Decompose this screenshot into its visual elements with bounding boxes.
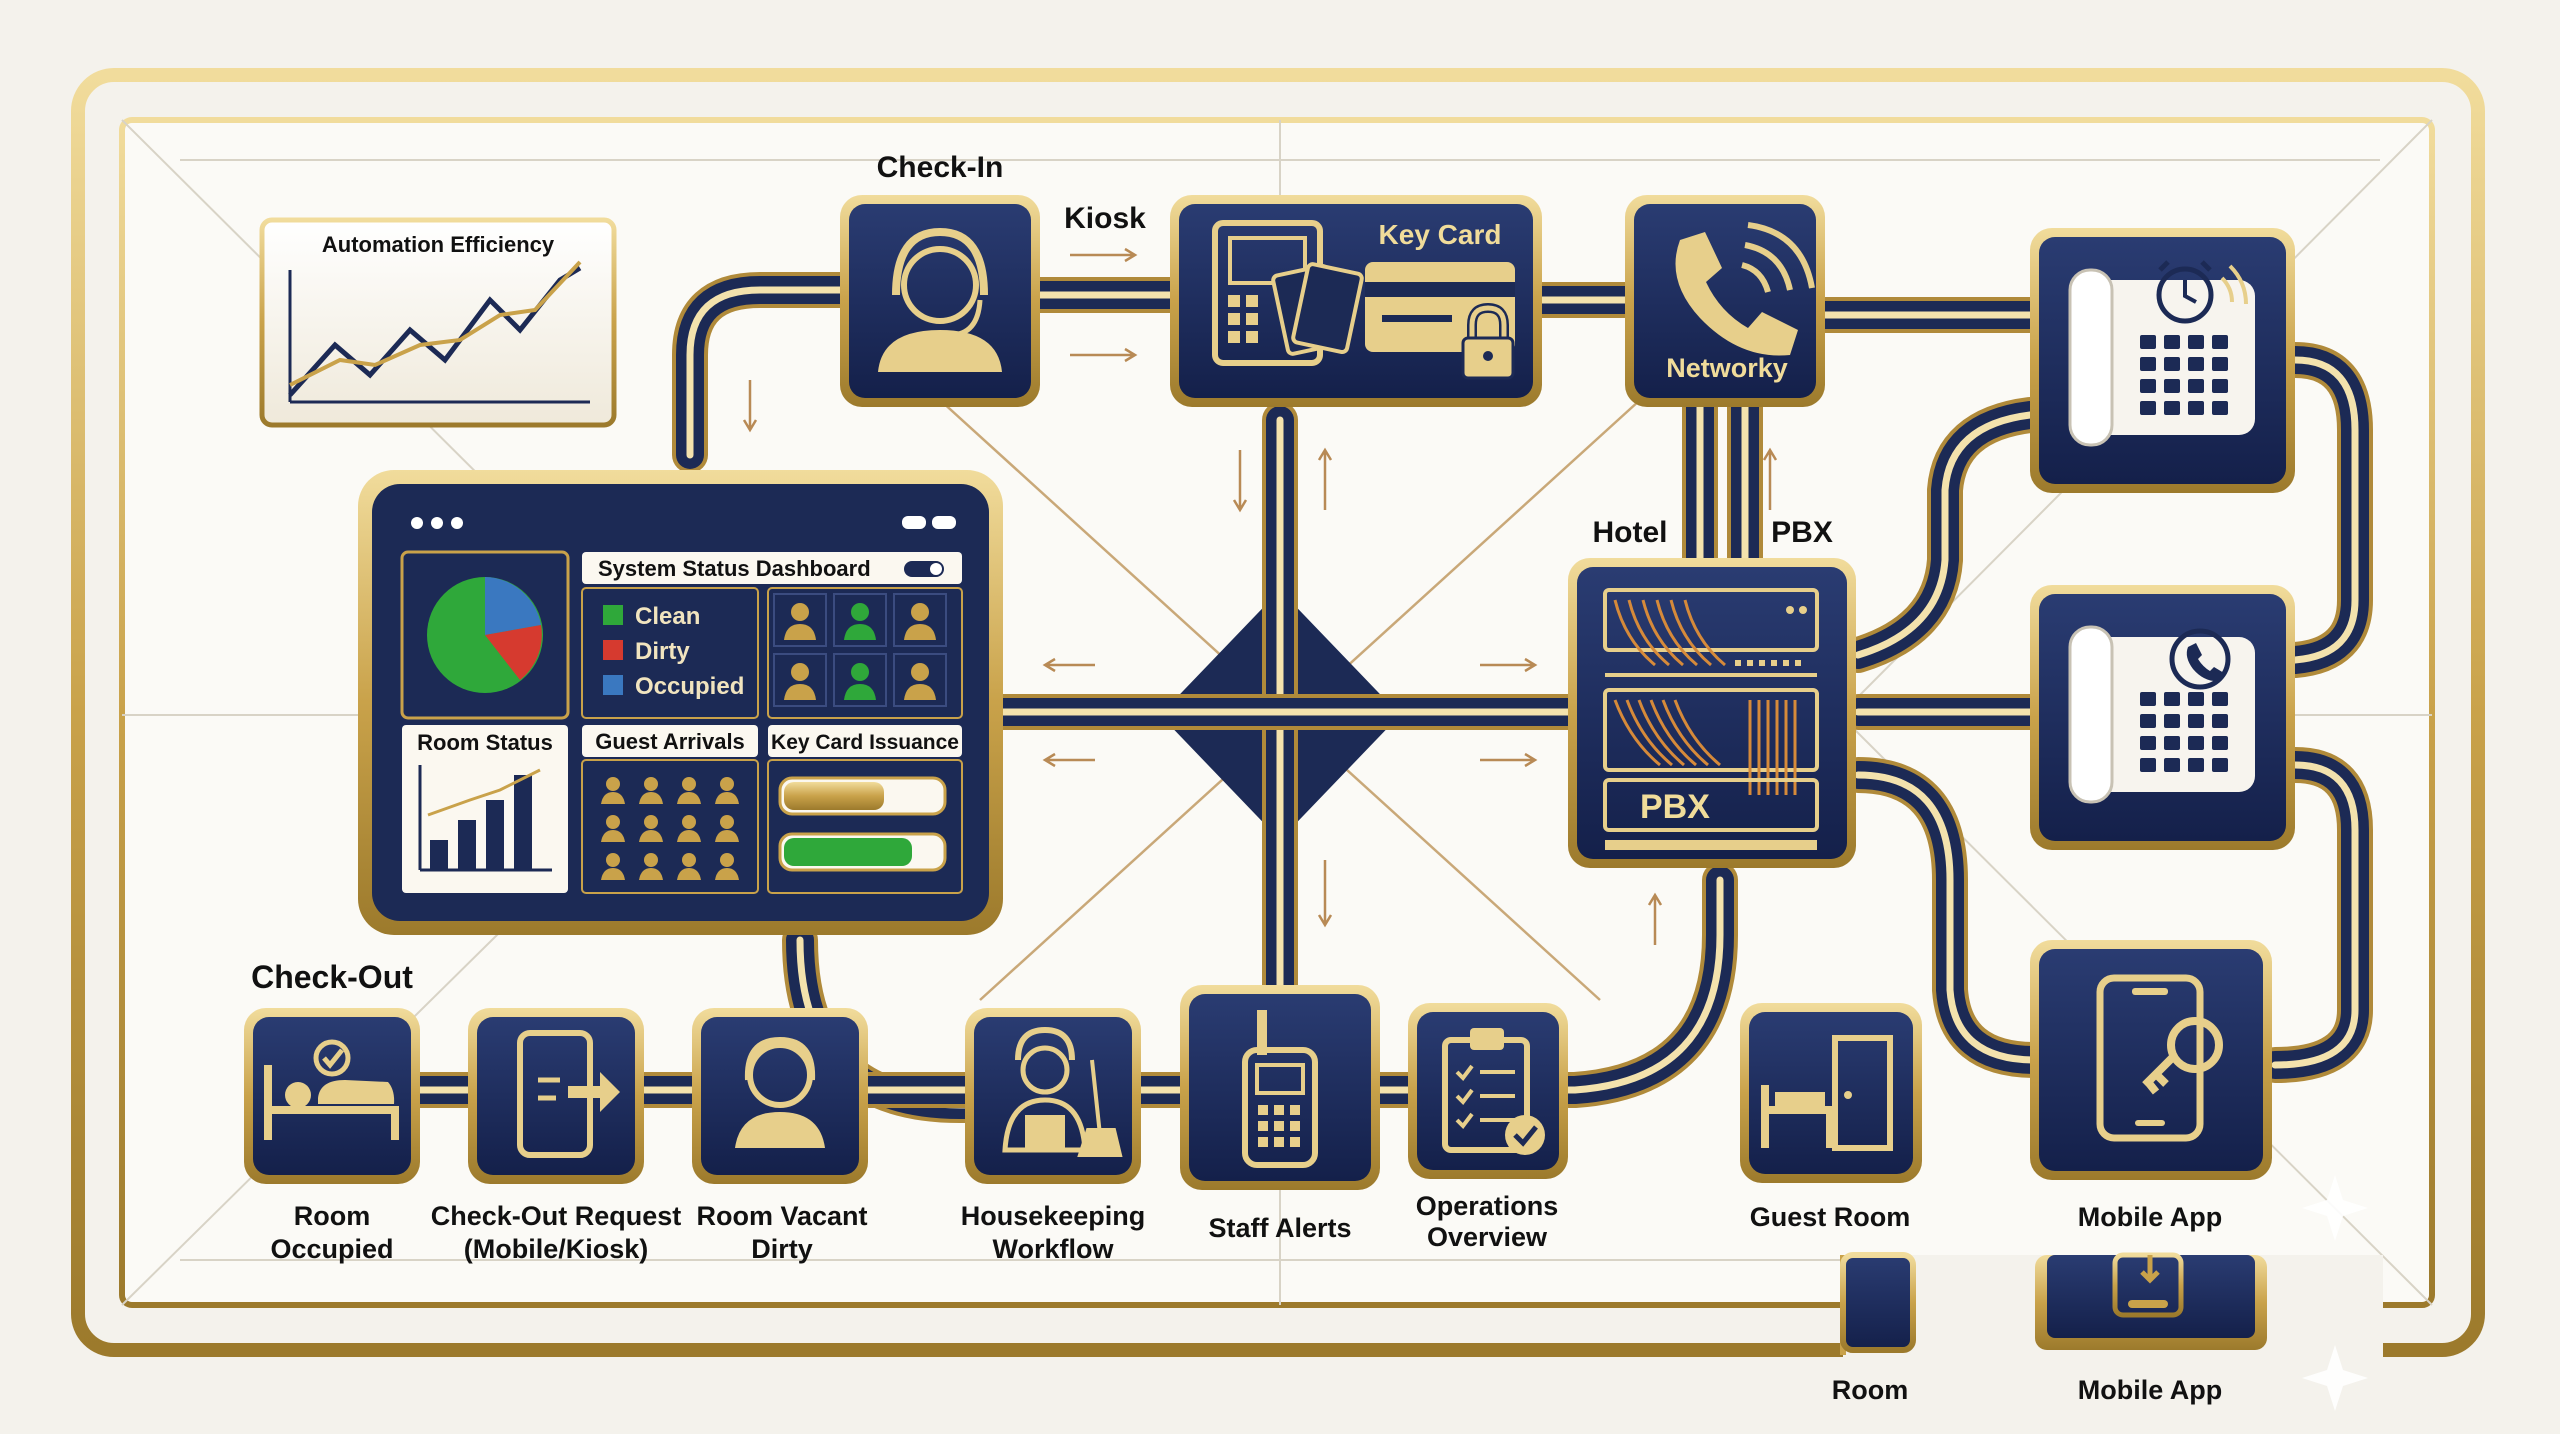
networky-title: Networky (1666, 353, 1788, 383)
check-in-tile (840, 195, 1040, 407)
check-out-request-label-2: (Mobile/Kiosk) (464, 1234, 649, 1264)
guest-arrivals-grid (601, 777, 739, 880)
pbx-tile (1568, 558, 1856, 868)
room-vacant-label-1: Room Vacant (696, 1201, 867, 1231)
labels: Check-In Kiosk Hotel PBX Check-Out Room … (251, 151, 2222, 1264)
pipe-pbx-phone1 (1840, 397, 2048, 673)
housekeeper-icon (1002, 1026, 1123, 1157)
bed-door-icon (1761, 1035, 1893, 1151)
pipe-phone1-phone2 (2277, 342, 2373, 678)
efficiency-title: Automation Efficiency (322, 232, 555, 257)
phone-signal-icon (1675, 222, 1815, 356)
operations-label-1: Operations (1416, 1191, 1559, 1221)
pbx-rack-icon (1603, 588, 1819, 850)
mobile-app-tile (2030, 940, 2272, 1180)
check-out-request-tile (468, 1008, 644, 1184)
guest-room-tile (1740, 1003, 1922, 1183)
room-vacant-label-2: Dirty (751, 1234, 813, 1264)
bed-check-icon (264, 1039, 399, 1140)
mobile-key-icon (2096, 974, 2223, 1142)
desk-phone-middle-tile (2030, 585, 2295, 850)
check-out-label: Check-Out (251, 959, 413, 995)
key-card-terminal-icon (1212, 220, 1515, 366)
padlock-icon (1461, 302, 1515, 380)
room-occupied-label-1: Room (294, 1201, 371, 1231)
agent-headset-icon (878, 227, 1002, 372)
pie-chart-icon (427, 577, 543, 693)
legend-dirty: Dirty (635, 638, 690, 665)
networky-tile (1625, 195, 1825, 407)
pipes (392, 272, 2373, 1123)
operations-overview-tile (1408, 1003, 1568, 1179)
automation-efficiency-card: Automation Efficiency (259, 217, 617, 428)
desk-phone-call-icon (2068, 625, 2255, 804)
desk-phone-top-tile (2030, 228, 2295, 493)
room-occupied-tile (244, 1008, 420, 1184)
staff-status-grid (773, 593, 947, 707)
pipe-pbx-mobile (1840, 757, 2053, 1078)
mobile-checkout-icon (517, 1030, 620, 1158)
pipe-phone2-mobile (2257, 747, 2373, 1083)
key-card-title: Key Card (1379, 219, 1502, 250)
pbx-box-title: PBX (1640, 788, 1710, 826)
pipe-dashboard-checkin (672, 272, 868, 473)
check-out-request-label-1: Check-Out Request (431, 1201, 682, 1231)
legend-clean: Clean (635, 603, 700, 630)
system-status-dashboard: System Status Dashboard Clean Dirty Occu… (358, 470, 1003, 935)
operations-label-2: Overview (1427, 1222, 1548, 1252)
bar-chart-icon (418, 765, 552, 872)
guest-room-label: Guest Room (1750, 1202, 1911, 1232)
duplicate-fragment: Room Mobile App (1832, 1175, 2383, 1429)
pipe-pbx-operations (1542, 862, 1738, 1108)
housekeeping-workflow-tile (965, 1008, 1141, 1184)
staff-alerts-label: Staff Alerts (1208, 1213, 1351, 1243)
housekeeping-label-1: Housekeeping (961, 1201, 1146, 1231)
flow-arrows (742, 247, 1778, 945)
legend-occupied: Occupied (635, 673, 744, 700)
room-lower-label: Room (1832, 1375, 1909, 1405)
hotel-label: Hotel (1593, 516, 1668, 549)
key-card-tile (1170, 195, 1542, 407)
line-chart-icon (288, 260, 590, 404)
check-in-label: Check-In (877, 151, 1004, 184)
walkie-talkie-icon (1242, 1010, 1318, 1168)
housekeeping-label-2: Workflow (993, 1234, 1115, 1264)
clipboard-check-icon (1442, 1028, 1545, 1155)
agent-icon (735, 1036, 825, 1148)
kiosk-label: Kiosk (1064, 202, 1146, 235)
key-card-issuance-label: Key Card Issuance (771, 731, 959, 754)
mobile-app-lower-label: Mobile App (2078, 1375, 2222, 1405)
room-status-label: Room Status (417, 730, 553, 755)
desk-phone-alarm-icon (2068, 260, 2255, 447)
pbx-label: PBX (1771, 516, 1833, 549)
mobile-app-label: Mobile App (2078, 1202, 2222, 1232)
room-occupied-label-2: Occupied (270, 1234, 393, 1264)
room-vacant-dirty-tile (692, 1008, 868, 1184)
dashboard-title: System Status Dashboard (598, 556, 871, 581)
guest-arrivals-label: Guest Arrivals (595, 729, 745, 754)
staff-alerts-tile (1180, 985, 1380, 1190)
